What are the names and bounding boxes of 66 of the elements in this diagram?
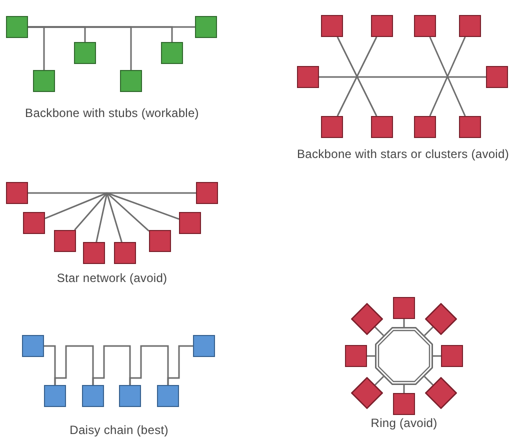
device-square (371, 116, 393, 138)
connection-line (106, 192, 180, 220)
device-square (414, 15, 436, 37)
connection-line (319, 76, 486, 78)
device-square (371, 15, 393, 37)
connection-line (367, 355, 375, 357)
diagram-caption: Backbone with stars or clusters (avoid) (297, 147, 509, 161)
connection-line (107, 192, 196, 194)
connection-line (433, 355, 441, 357)
device-square (149, 230, 171, 252)
device-square (33, 70, 55, 92)
device-square (195, 16, 217, 38)
diagram-caption: Daisy chain (best) (70, 423, 168, 437)
connection-line (374, 376, 384, 386)
ring-octagon (375, 327, 433, 385)
device-square (6, 182, 28, 204)
device-square (179, 212, 201, 234)
connection-line (129, 345, 169, 385)
device-square (120, 70, 142, 92)
device-square (459, 15, 481, 37)
device-square (196, 182, 218, 204)
device-square (459, 116, 481, 138)
device-square (6, 16, 28, 38)
crossing-lines (336, 36, 378, 117)
connection-line (28, 26, 173, 42)
device-square (82, 385, 104, 407)
device-diamond (425, 303, 457, 335)
device-square (393, 297, 415, 319)
connection-line (374, 326, 384, 336)
connection-line (54, 345, 94, 385)
connection-line (106, 192, 122, 242)
connection-line (167, 345, 193, 385)
device-square (23, 212, 45, 234)
device-square (193, 335, 215, 357)
device-diamond (351, 303, 383, 335)
connection-line (74, 192, 108, 230)
connection-line (403, 319, 405, 327)
diagram-caption: Backbone with stubs (workable) (25, 106, 199, 120)
device-square (486, 66, 508, 88)
device-square (54, 230, 76, 252)
device-square (44, 385, 66, 407)
device-diamond (425, 377, 457, 409)
connection-line (424, 376, 434, 386)
device-square (393, 393, 415, 415)
device-square (83, 242, 105, 264)
connection-line (96, 192, 108, 242)
device-square (321, 15, 343, 37)
device-square (161, 42, 183, 64)
connection-line (92, 345, 131, 385)
device-square (119, 385, 141, 407)
connection-line (424, 326, 434, 336)
device-diamond (351, 377, 383, 409)
device-square (297, 66, 319, 88)
device-square (441, 345, 463, 367)
device-square (74, 42, 96, 64)
device-square (345, 345, 367, 367)
diagram-caption: Ring (avoid) (370, 416, 438, 430)
device-square (321, 116, 343, 138)
device-square (22, 335, 44, 357)
diagram-caption: Star network (avoid) (56, 271, 168, 285)
device-square (414, 116, 436, 138)
connection-line (403, 385, 405, 393)
crossing-lines (429, 36, 466, 117)
connection-line (106, 192, 150, 232)
device-square (114, 242, 136, 264)
device-square (157, 385, 179, 407)
